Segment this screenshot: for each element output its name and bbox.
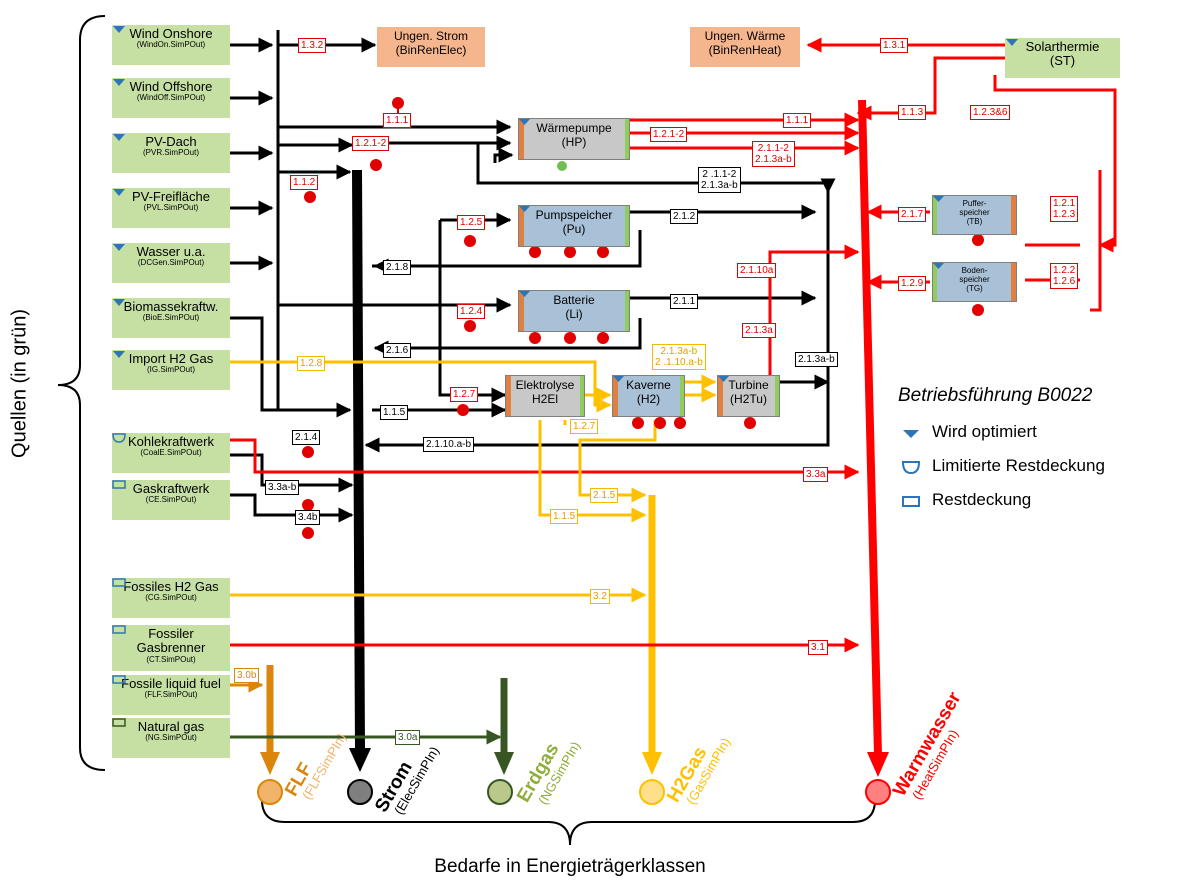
sink-circle-strom xyxy=(347,779,373,805)
sink-circle-waerme xyxy=(865,779,891,805)
flow-label: 3.1 xyxy=(808,640,828,655)
flow-label: 1.2.9 xyxy=(898,276,927,291)
erdgas-arrowhead xyxy=(494,752,514,775)
flow-label: 1.2.4 xyxy=(457,304,486,319)
sources-brace xyxy=(57,15,106,771)
source-wind-offshore: Wind Offshore(WindOff.SimPOut) xyxy=(112,78,230,118)
source-biomasse: Biomassekraftw.(BioE.SimPOut) xyxy=(112,298,230,338)
flow-label: 1.3.2 xyxy=(298,38,327,53)
tech-turbine: Turbine(H2Tu) xyxy=(717,375,780,417)
legend-item-limitiert: Limitierte Restdeckung xyxy=(932,456,1105,475)
flow-label: 1.2.7 xyxy=(450,387,479,402)
flow-label: 3.0b xyxy=(234,668,260,683)
flow-label: 1.1.1 xyxy=(383,113,412,128)
flow-label: 2.1.3a-b xyxy=(795,352,838,367)
source-fossile-liquid-fuel: Fossile liquid fuel(FLF.SimPOut) xyxy=(112,675,230,715)
flow-label: 1.2.1-2 xyxy=(650,127,688,142)
legend-rect-icon xyxy=(902,496,920,507)
tech-bodenspeicher: Boden-speicher(TG) xyxy=(932,262,1017,302)
unused-strom: Ungen. Strom(BinRenElec) xyxy=(377,27,485,67)
tech-waermepumpe: Wärmepumpe(HP) xyxy=(518,118,630,160)
flow-label: 3.3a-b xyxy=(265,480,300,495)
tech-batterie: Batterie(Li) xyxy=(518,290,630,332)
sink-circle-h2gas xyxy=(639,779,665,805)
sink-circle-flf xyxy=(257,779,283,805)
flow-label: 3.0a xyxy=(395,730,421,745)
flow-label: 1.2.5 xyxy=(457,215,486,230)
flow-label: 1.2.3&6 xyxy=(970,105,1011,120)
flow-label: 2.1.10.a-b xyxy=(423,437,475,452)
flow-label: 1.1.2 xyxy=(290,175,319,190)
flow-label: 1.1.1 xyxy=(783,113,812,128)
strom-arrowhead xyxy=(349,748,371,772)
h2gas-arrowhead xyxy=(642,752,662,775)
flow-label: 2.1.1 xyxy=(670,294,699,309)
source-wasser: Wasser u.a.(DCGen.SimPOut) xyxy=(112,243,230,283)
sink-circle-erdgas xyxy=(487,779,513,805)
source-solarthermie: Solarthermie(ST) xyxy=(1005,38,1120,78)
tech-kaverne: Kaverne(H2) xyxy=(612,375,685,417)
source-fossiles-h2: Fossiles H2 Gas(CG.SimPOut) xyxy=(112,578,230,618)
legend-title: Betriebsführung B0022 xyxy=(898,385,1093,406)
tech-pumpspeicher: Pumpspeicher(Pu) xyxy=(518,205,630,247)
flow-label: 1.2.8 xyxy=(297,356,326,371)
flow-label: 1.1.5 xyxy=(550,509,579,524)
source-pv-dach: PV-Dach(PVR.SimPOut) xyxy=(112,133,230,173)
sources-label: Quellen (in grün) xyxy=(8,309,31,458)
flow-label: 3.2 xyxy=(590,589,610,604)
legend-triangle-icon xyxy=(903,430,919,438)
demand-label: Bedarfe in Energieträgerklassen xyxy=(434,856,706,877)
flow-label: 1.3.1 xyxy=(880,38,909,53)
unused-waerme: Ungen. Wärme(BinRenHeat) xyxy=(690,27,800,67)
source-fossiler-gasbrenner: Fossiler Gasbrenner(CT.SimPOut) xyxy=(112,625,230,671)
flow-label: 1.1.5 xyxy=(380,405,409,420)
flow-label: 2.1.6 xyxy=(383,343,412,358)
legend-item-restdeckung: Restdeckung xyxy=(932,490,1032,509)
legend-item-optimiert: Wird optimiert xyxy=(932,422,1037,441)
flow-label: 3.3a xyxy=(803,467,829,482)
flow-label: 2.1.3a xyxy=(742,323,776,338)
flow-label: 1.2.7 xyxy=(570,419,599,434)
flow-label: 1.2.1-2 xyxy=(352,136,390,151)
tech-pufferspeicher: Puffer-speicher(TB) xyxy=(932,195,1017,235)
legend-half-icon xyxy=(901,461,921,475)
flow-label: 2.1.10a xyxy=(737,263,777,278)
flow-label: 2.1.4 xyxy=(292,430,321,445)
waerme-arrowhead xyxy=(867,752,889,777)
source-import-h2: Import H2 Gas(IG.SimPOut) xyxy=(112,350,230,390)
source-gaskraftwerk: Gaskraftwerk(CE.SimPOut) xyxy=(112,480,230,520)
source-natural-gas: Natural gas(NG.SimPOut) xyxy=(112,718,230,758)
flow-label: 2.1.8 xyxy=(383,260,412,275)
demand-brace xyxy=(261,799,876,846)
strom-main-line xyxy=(352,169,365,751)
flow-label: 2.1.7 xyxy=(898,207,927,222)
flf-arrowhead xyxy=(260,752,280,775)
source-kohlekraftwerk: Kohlekraftwerk(CoalE.SimPOut) xyxy=(112,433,230,473)
waerme-main-line xyxy=(858,99,882,756)
flow-label: 3.4b xyxy=(295,510,321,525)
flow-label: 2.1.2 xyxy=(670,209,699,224)
flow-label: 1.1.3 xyxy=(898,105,927,120)
source-pv-freiflaeche: PV-Freifläche(PVL.SimPOut) xyxy=(112,188,230,228)
flow-label: 2.1.5 xyxy=(590,488,619,503)
source-wind-onshore: Wind Onshore(WindOn.SimPOut) xyxy=(112,25,230,65)
